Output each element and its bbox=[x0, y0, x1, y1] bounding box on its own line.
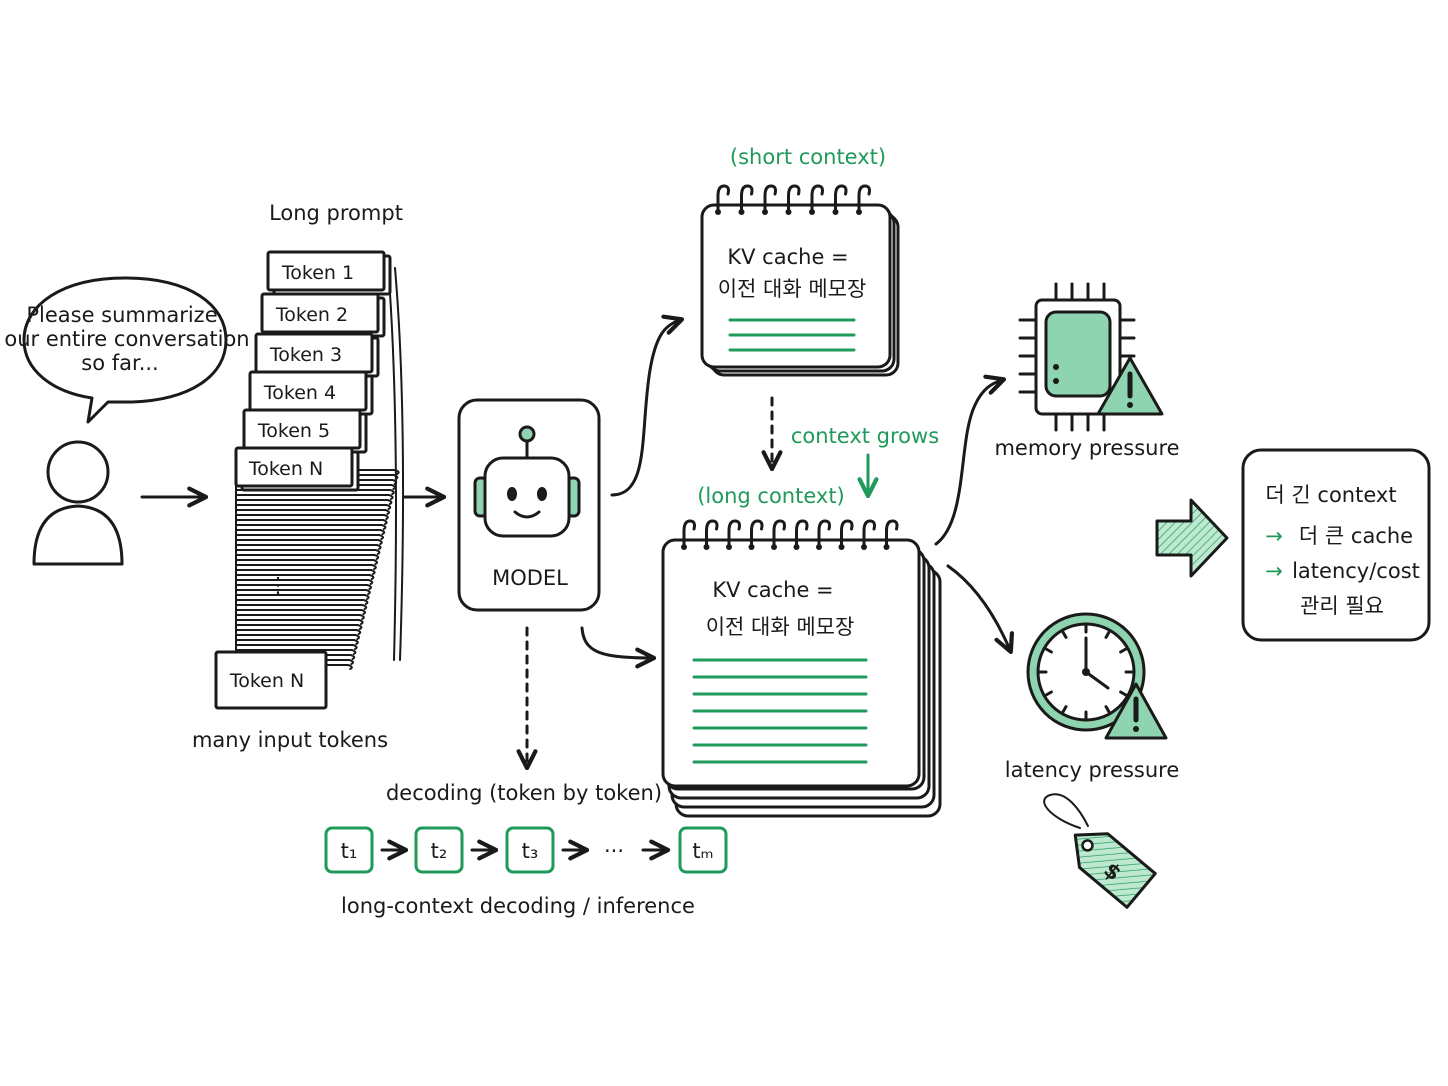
long-kv-line-2: 이전 대화 메모장 bbox=[706, 615, 855, 639]
long-context-notebook: (long context) KV cache = 이전 대화 메모장 bbox=[661, 484, 942, 818]
arrow-to-memory-pressure bbox=[934, 374, 1007, 546]
prompt-title: Long prompt bbox=[269, 201, 403, 225]
model-box: MODEL bbox=[457, 398, 601, 612]
summary-arrow-2: → bbox=[1265, 559, 1283, 583]
warning-icon bbox=[1104, 682, 1168, 740]
long-kv-line-1: KV cache = bbox=[712, 578, 833, 602]
summary-line-2: 더 큰 cache bbox=[1299, 524, 1413, 548]
decode-token-m: tₘ bbox=[678, 826, 728, 874]
token-cards: Token 1 Token 2 Token 3 Token 4 Token 5 Token… bbox=[234, 250, 392, 492]
decode-token-1: t₁ bbox=[324, 826, 374, 874]
bottom-token-label: Token N bbox=[229, 670, 304, 692]
user-avatar bbox=[32, 440, 124, 566]
long-prompt-stack: Long prompt Token 1 Token 2 Token 3 Token 4… bbox=[192, 201, 405, 752]
cache-lines bbox=[692, 658, 868, 764]
prompt-ellipsis: ⋮ bbox=[268, 573, 289, 597]
decoding-section: decoding (token by token) t₁ t₂ t₃ ··· t… bbox=[324, 781, 728, 918]
token-card: Token N bbox=[234, 446, 360, 492]
warning-icon bbox=[1096, 356, 1164, 416]
decoding-caption: long-context decoding / inference bbox=[341, 894, 695, 918]
robot-icon bbox=[473, 425, 581, 538]
short-context-notebook: (short context) KV cache = 이전 대화 메모장 bbox=[700, 145, 900, 377]
svg-text:t₁: t₁ bbox=[341, 839, 358, 863]
speech-bubble: Please summarize our entire conversation… bbox=[4, 276, 250, 424]
arrow-model-to-long-cache bbox=[580, 626, 657, 669]
decode-token-3: t₃ bbox=[505, 826, 555, 874]
svg-text:tₘ: tₘ bbox=[692, 839, 713, 863]
prompt-caption: many input tokens bbox=[192, 728, 388, 752]
svg-text:t₃: t₃ bbox=[522, 839, 539, 863]
short-kv-line-2: 이전 대화 메모장 bbox=[718, 277, 867, 301]
decode-token-2: t₂ bbox=[414, 826, 464, 874]
token-label: Token 5 bbox=[257, 420, 330, 442]
price-tag-icon: $ bbox=[1043, 793, 1157, 909]
speech-line-1: Please summarize bbox=[26, 303, 217, 327]
memory-pressure-label: memory pressure bbox=[994, 436, 1179, 460]
svg-text:t₂: t₂ bbox=[431, 839, 448, 863]
short-context-caption: (short context) bbox=[730, 145, 886, 169]
summary-line-3: latency/cost bbox=[1292, 559, 1420, 583]
model-label: MODEL bbox=[492, 566, 568, 590]
token-card: Token 4 bbox=[248, 370, 374, 416]
clock-icon bbox=[1026, 612, 1146, 732]
summary-line-4: 관리 필요 bbox=[1300, 594, 1384, 618]
token-card: Token 2 bbox=[260, 292, 386, 338]
paper-stack-edges bbox=[235, 264, 405, 670]
notebook-rings bbox=[681, 519, 899, 550]
speech-line-2: our entire conversation bbox=[4, 327, 249, 351]
long-context-caption: (long context) bbox=[697, 484, 845, 508]
summary-line-1: 더 긴 context bbox=[1265, 483, 1396, 507]
token-card: Token 5 bbox=[242, 408, 368, 454]
arrow-to-latency-pressure bbox=[946, 564, 1015, 655]
token-label: Token N bbox=[248, 458, 323, 480]
speech-line-3: so far... bbox=[81, 351, 158, 375]
token-label: Token 3 bbox=[269, 344, 342, 366]
latency-pressure: latency pressure bbox=[1005, 612, 1180, 782]
decode-dots: ··· bbox=[604, 839, 624, 863]
summary-arrow-icon bbox=[1155, 498, 1229, 578]
bottom-token-card: Token N bbox=[214, 650, 328, 710]
token-label: Token 1 bbox=[281, 262, 354, 284]
summary-box: 더 긴 context → 더 큰 cache → latency/cost 관… bbox=[1241, 448, 1431, 642]
token-label: Token 4 bbox=[263, 382, 336, 404]
latency-pressure-label: latency pressure bbox=[1005, 758, 1180, 782]
memory-pressure: memory pressure bbox=[994, 282, 1180, 460]
token-label: Token 2 bbox=[275, 304, 348, 326]
memory-chip-icon bbox=[1018, 282, 1136, 432]
notebook-rings bbox=[715, 184, 871, 215]
summary-arrow-1: → bbox=[1265, 524, 1283, 548]
short-kv-line-1: KV cache = bbox=[727, 245, 848, 269]
token-card: Token 3 bbox=[254, 332, 380, 378]
context-grows-label: context grows bbox=[791, 424, 939, 448]
token-card: Token 1 bbox=[266, 250, 392, 296]
arrow-model-to-short-cache bbox=[610, 314, 685, 497]
decoding-label: decoding (token by token) bbox=[386, 781, 662, 805]
